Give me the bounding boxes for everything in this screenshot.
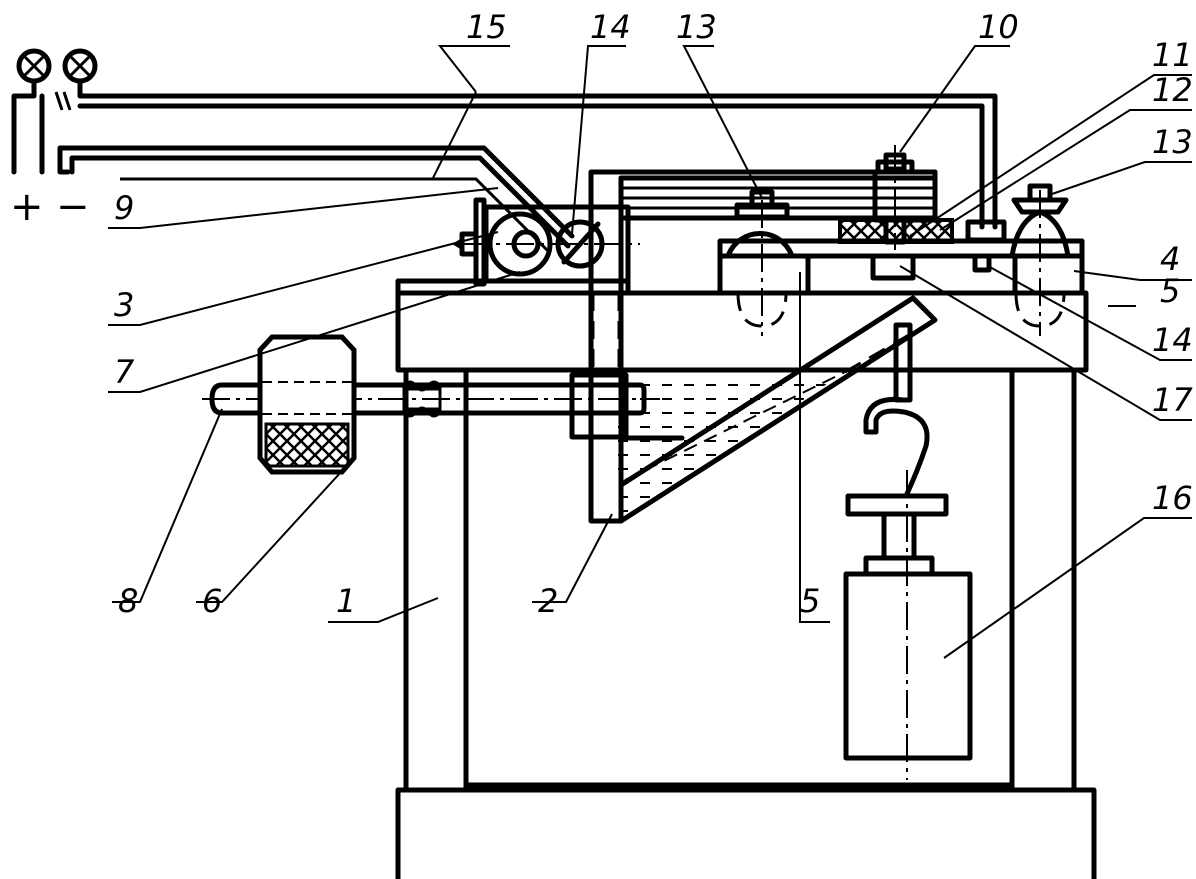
leader-lines bbox=[108, 45, 1192, 659]
frame-post-left bbox=[403, 367, 469, 793]
contact-17 bbox=[870, 253, 916, 281]
label-4: 4 bbox=[1160, 240, 1180, 278]
label-15: 15 bbox=[466, 8, 507, 46]
bellows-coupling bbox=[402, 380, 442, 418]
label-16: 16 bbox=[1152, 479, 1193, 517]
label-3: 3 bbox=[114, 286, 134, 324]
lamp-right-icon bbox=[62, 48, 98, 84]
label-13-left: 13 bbox=[676, 8, 717, 46]
label-17: 17 bbox=[1152, 381, 1193, 419]
upper-arm-bracket bbox=[588, 169, 938, 181]
contact-14-right bbox=[972, 253, 992, 273]
minus-sign: − bbox=[56, 184, 90, 230]
label-8: 8 bbox=[118, 582, 138, 620]
label-9: 9 bbox=[114, 189, 134, 227]
label-5-lower: 5 bbox=[800, 582, 820, 620]
knurled-knob bbox=[257, 334, 357, 475]
label-2: 2 bbox=[538, 582, 558, 620]
terminal-block bbox=[462, 204, 640, 284]
label-14-top: 14 bbox=[590, 8, 631, 46]
label-14-right: 14 bbox=[1152, 321, 1193, 359]
lamp-left-icon bbox=[16, 48, 52, 84]
weight-16 bbox=[843, 470, 973, 780]
inclined-tube bbox=[600, 295, 938, 524]
wire-lower bbox=[57, 145, 575, 253]
plus-sign: + bbox=[10, 184, 44, 230]
roller-right bbox=[1009, 183, 1071, 336]
leaf-spring-pack bbox=[618, 169, 938, 223]
label-1: 1 bbox=[336, 582, 356, 620]
weight-hook bbox=[863, 322, 930, 499]
frame-post-right bbox=[1009, 367, 1077, 793]
label-6: 6 bbox=[202, 582, 222, 620]
label-13-right: 13 bbox=[1152, 123, 1193, 161]
label-7: 7 bbox=[114, 353, 135, 391]
insulator-12 bbox=[838, 218, 954, 244]
label-5-right: 5 bbox=[1160, 272, 1180, 310]
label-12: 12 bbox=[1152, 71, 1193, 109]
label-11: 11 bbox=[1152, 36, 1193, 74]
label-10: 10 bbox=[978, 8, 1019, 46]
base-block bbox=[395, 787, 1097, 879]
roller-left bbox=[725, 189, 795, 336]
